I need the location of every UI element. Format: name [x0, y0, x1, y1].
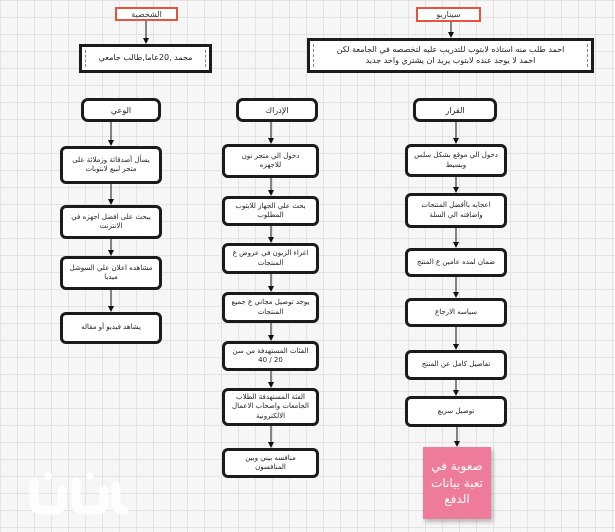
decision-step-5[interactable]: تفاصيل كامل عن المنتج: [405, 350, 507, 380]
column-header-awareness[interactable]: الوعي: [81, 98, 161, 122]
perception-step-5[interactable]: الفئات المستهدفة من سن 20 / 40: [222, 341, 319, 371]
perception-step-6[interactable]: الفئة المستهدفة الطلاب الجامعات واصحاب ا…: [222, 388, 319, 426]
awareness-step-2[interactable]: يبحث على افضل اجهزه في الانترنت: [60, 205, 162, 239]
decision-step-1[interactable]: دخول الي موقع بشكل سلس وبسيط: [405, 144, 507, 177]
pain-point-sticky-note[interactable]: صعوبة في تعبة بيانات الدفع: [423, 447, 491, 519]
awareness-step-3[interactable]: مشاهده اعلان علي السوشل ميديا: [60, 256, 162, 290]
awareness-step-4[interactable]: يشاهد فيديو أو مقاله: [60, 312, 162, 344]
arrows: [108, 21, 460, 448]
decision-step-6[interactable]: توصيل سريع: [405, 396, 507, 427]
perception-step-3[interactable]: اغراء الزبون في عروض ع المنتجات: [222, 243, 319, 274]
column-header-decision[interactable]: القرار: [413, 98, 497, 122]
scenario-line-2: احمد لا يوجد عنده لابتوب يريد ان يشتري و…: [365, 55, 536, 65]
awareness-step-1[interactable]: يسأل أصدقائة وزملائة على متجر لبيع لابتو…: [60, 146, 162, 184]
persona-text: محمد ,20عاما,طالب جامعي: [98, 53, 193, 63]
noon-watermark-logo: [29, 472, 129, 515]
scenario-box[interactable]: احمد طلب منه استاذه لابتوب للتدريب عليه …: [307, 38, 594, 73]
decision-step-3[interactable]: ضمان لمده عامين ع المنتج: [405, 248, 507, 277]
persona-title[interactable]: الشخصية: [115, 7, 178, 21]
perception-step-7[interactable]: منافسه بيني وبين المنافسون: [222, 448, 319, 478]
perception-step-1[interactable]: دخول الي متجر نون للاجهزه: [222, 144, 319, 178]
decision-step-4[interactable]: سياسه الارجاع: [405, 298, 507, 327]
perception-step-4[interactable]: يوجد توصيل مجاني ع جميع المنتجات: [222, 292, 319, 323]
column-header-perception[interactable]: الإدراك: [236, 98, 318, 122]
scenario-line-1: احمد طلب منه استاذه لابتوب للتدريب عليه …: [336, 44, 565, 54]
persona-box[interactable]: محمد ,20عاما,طالب جامعي: [79, 44, 212, 73]
scenario-title[interactable]: سيناريو: [416, 7, 481, 22]
perception-step-2[interactable]: بحث علي الجهاز للابتوب المطلوب: [222, 196, 319, 226]
decision-step-2[interactable]: اعجابه باأفضل المنتجات واضافته الي السلة: [405, 193, 507, 228]
